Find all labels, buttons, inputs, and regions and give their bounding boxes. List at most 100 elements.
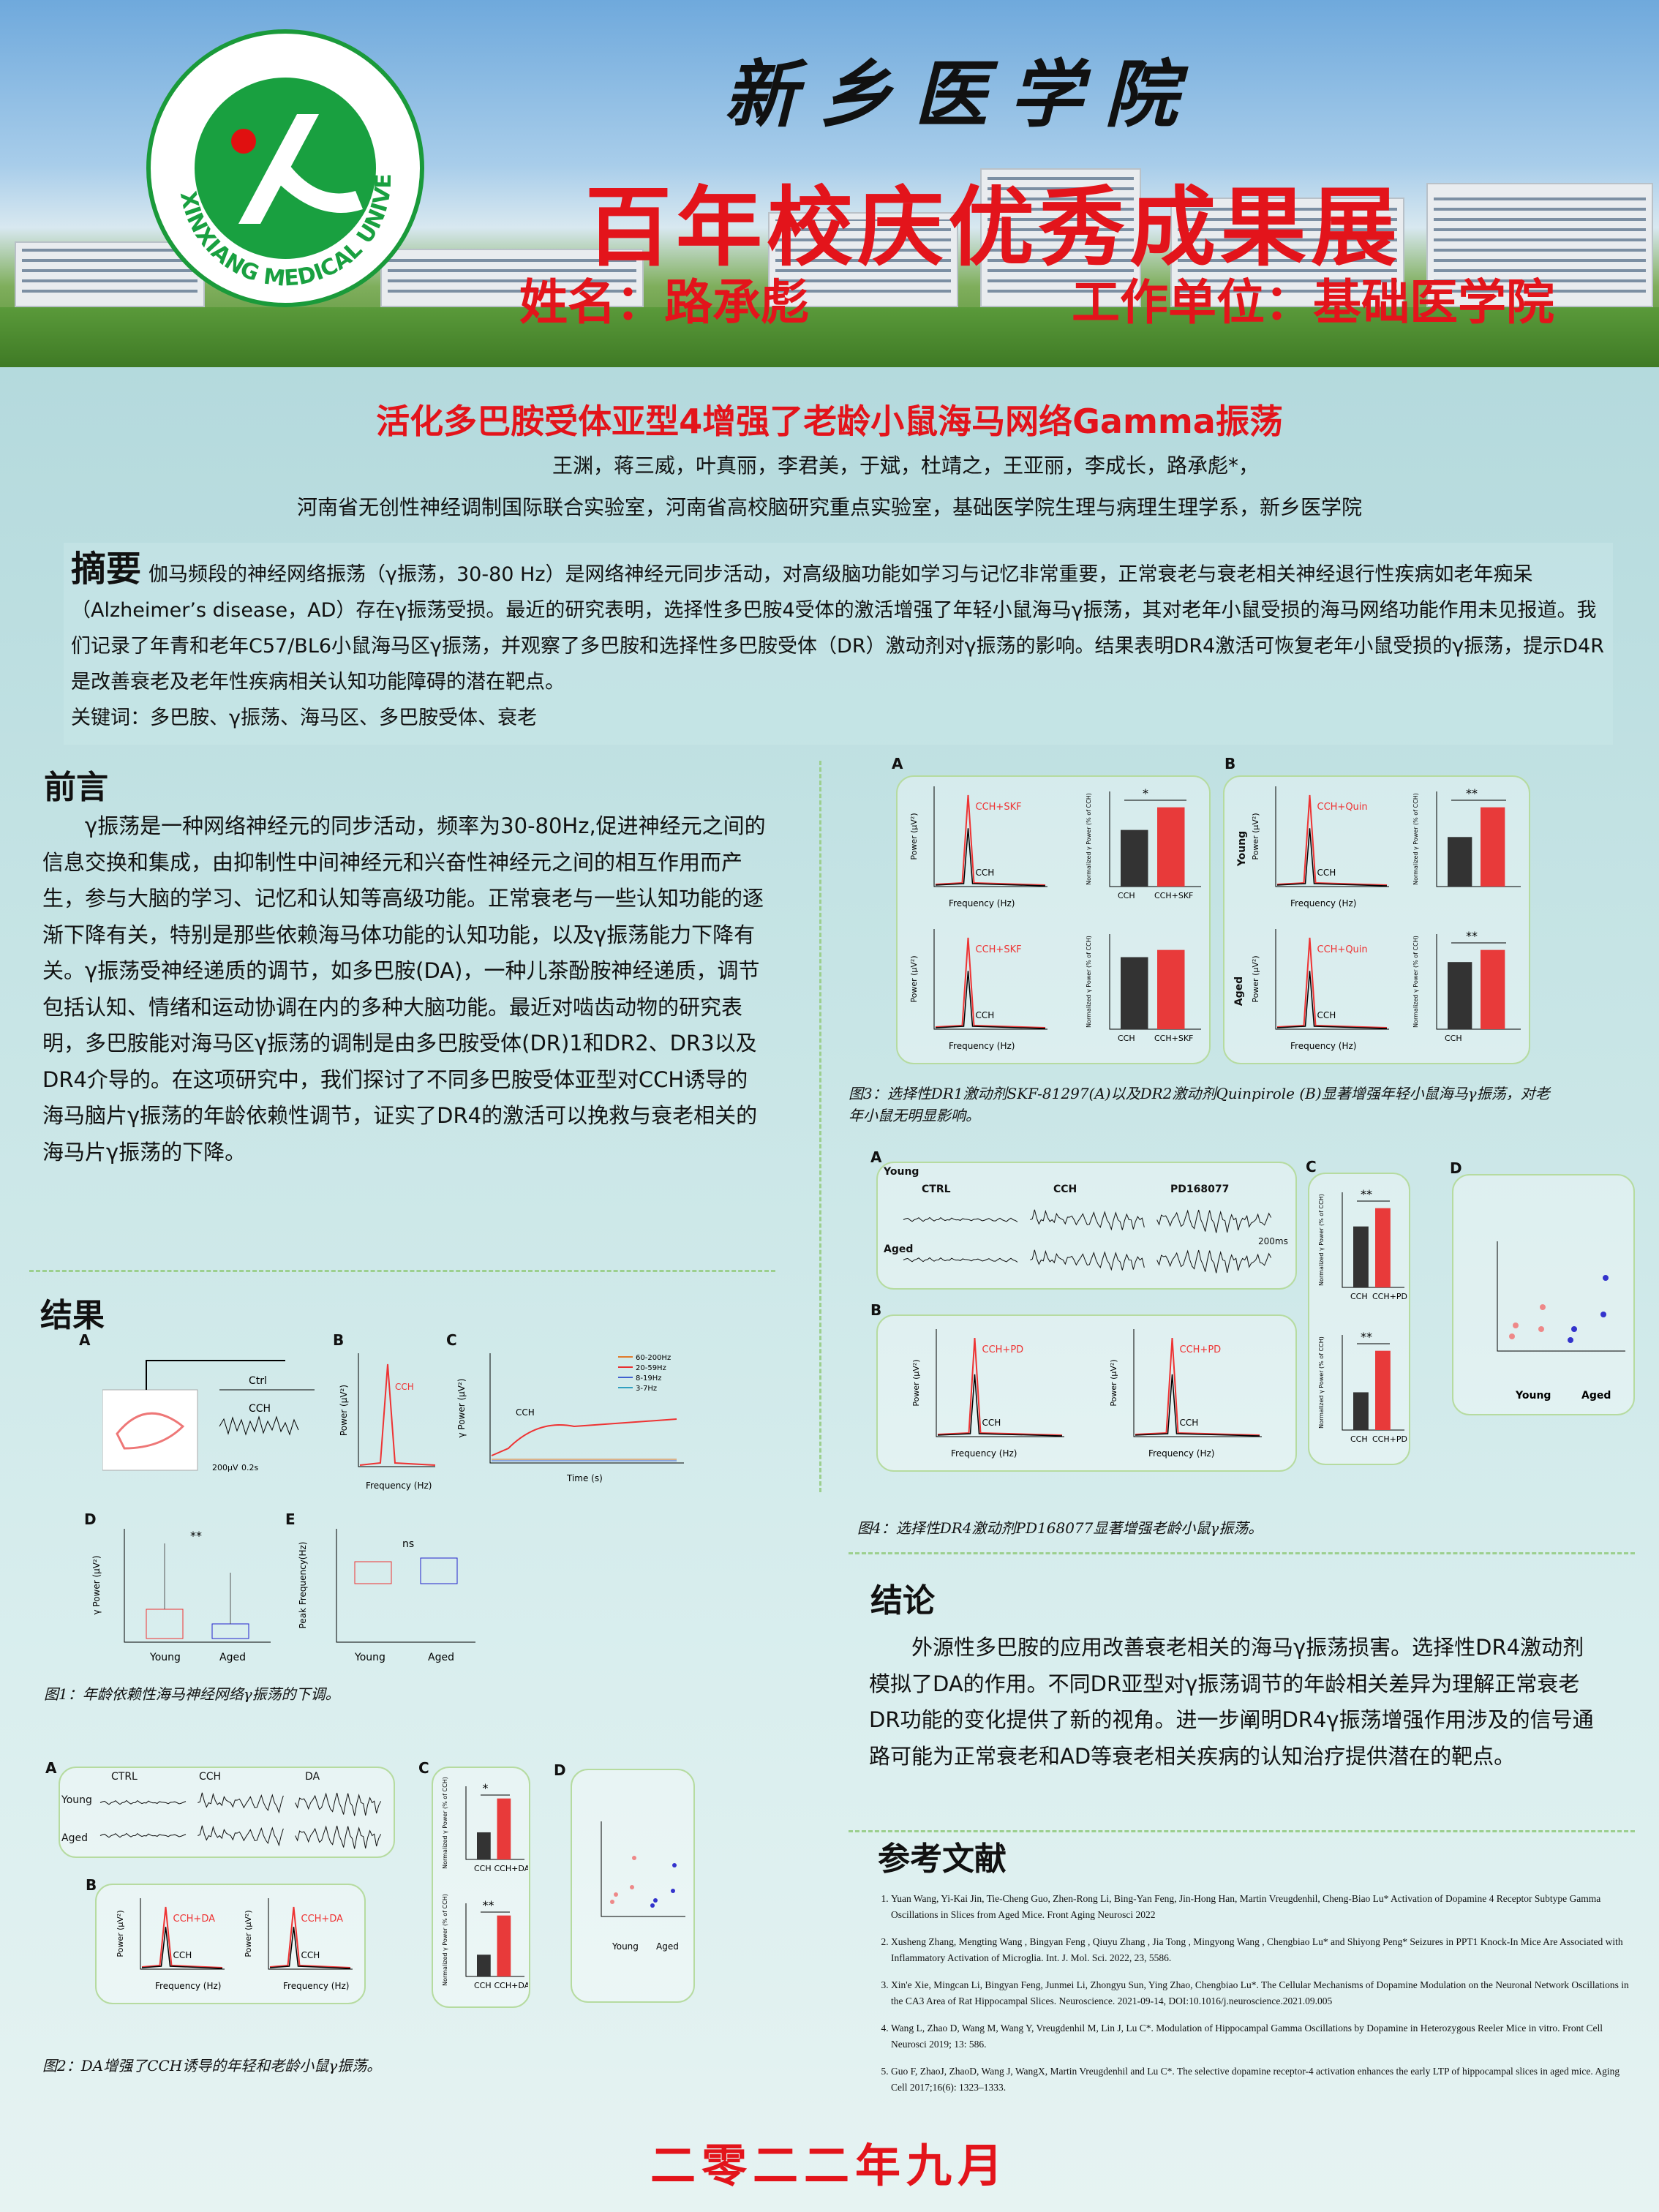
cch-label: CCH [516,1407,535,1418]
oscillation-trace [903,1216,1018,1222]
column-divider [819,761,821,1492]
x-axis-label: Frequency (Hz) [951,1448,1017,1459]
oscillation-trace [1156,1209,1272,1233]
y-axis-label: Power (μV²) [1251,813,1260,859]
drug-label: CCH+Quin [1317,802,1368,813]
row-label: Aged [1233,976,1246,1007]
cch-spectrum-line [937,1374,1063,1437]
bar [1353,1392,1369,1430]
drug-spectrum-line [1135,1337,1260,1436]
affiliation: 河南省无创性神经调制国际联合实验室，河南省高校脑研究重点实验室，基础医学院生理与… [296,495,1362,519]
panel-label: C [446,1331,457,1349]
trace-label: DA [305,1771,320,1783]
y-axis-label: Peak Frequency(Hz) [298,1542,308,1629]
axis [1275,786,1389,887]
cch-label: CCH [173,1950,192,1960]
power-time-chart: CCH Time (s) γ Power (μV²) 60-200Hz20-59… [456,1353,684,1483]
axis [1342,1192,1404,1288]
legend-label: 3-7Hz [636,1385,657,1393]
keywords: 关键词：多巴胺、γ振荡、海马区、多巴胺受体、衰老 [71,707,537,729]
bar [1481,807,1505,887]
figure-3-caption: 图3：选择性DR1激动剂SKF-81297(A)以及DR2激动剂Quinpiro… [849,1085,1550,1124]
young-label: Young [149,1652,181,1663]
drug-spectrum-line [1276,937,1388,1028]
conclusion-text: 外源性多巴胺的应用改善衰老相关的海马γ振荡损害。选择性DR4激动剂模拟了DA的作… [869,1635,1594,1769]
significance-label: ** [1361,1187,1372,1201]
axis [936,1329,1064,1437]
reference-item: Guo F, ZhaoJ, ZhaoD, Wang J, WangX, Mart… [891,2064,1631,2096]
drug-label: CCH+PD [1180,1344,1222,1355]
bar-label: CCH+SKF [1154,891,1193,900]
bar-label: CCH [1118,891,1135,900]
bar-label: CCH [474,1864,492,1873]
significance-label: ** [1466,786,1478,800]
legend-label: 8-19Hz [636,1374,661,1382]
date-footer: 二零二二年九月 [650,2139,1009,2192]
x-axis-label: Frequency (Hz) [949,898,1015,908]
reference-item: Xin'e Xie, Mingcan Li, Bingyan Feng, Jun… [891,1977,1631,2009]
bar-label: CCH+SKF [1154,1034,1193,1043]
bar [1353,1226,1369,1287]
cch-spectrum-line [935,971,1046,1029]
bar-label: CCH+PD [1372,1292,1407,1301]
y-axis-label: Power (μV²) [1109,1359,1118,1406]
drug-label: CCH+SKF [976,802,1022,813]
panel-label: B [333,1331,345,1349]
panel-label: D [1450,1159,1462,1177]
reference-item: Xusheng Zhang, Mengting Wang , Bingyan F… [891,1934,1631,1966]
bar [477,1832,491,1859]
y-axis-label: γ Power (μV²) [91,1555,102,1614]
y-axis-label: Power (μV²) [244,1910,253,1957]
figure-2-panel-a: A CTRL CCH DA Young Aged [45,1759,395,1858]
x-axis-label: Frequency (Hz) [283,1981,350,1991]
y-axis-label: γ Power (μV²) [456,1378,467,1437]
conclusion-heading: 结论 [870,1582,935,1620]
scale-label: 200μV [212,1463,238,1472]
bar-chart-aged: CCH**Normalized γ Power (% of CCH) [1412,929,1521,1043]
oscillation-trace [1030,1209,1145,1231]
y-axis-label: Normalized γ Power (% of CCH) [1086,936,1092,1028]
oscillation-trace [903,1257,1018,1263]
cch-spectrum-line [935,828,1046,887]
young-label: Young [1515,1390,1551,1402]
bar [1121,830,1148,887]
panel-label: A [79,1331,91,1349]
time-scale: 200ms [1258,1236,1288,1246]
panel-label: C [418,1759,429,1777]
cch-spectrum-line [1276,971,1388,1029]
reference-item: Yuan Wang, Yi-Kai Jin, Tie-Cheng Guo, Zh… [891,1891,1631,1923]
bar [1375,1350,1391,1430]
y-axis-label: Normalized γ Power (% of CCH) [1412,793,1419,885]
x-axis-label: Frequency (Hz) [1290,1041,1357,1051]
oscillation-traces [99,1792,382,1849]
panel-label: A [870,1148,882,1166]
axis [268,1898,353,1970]
oscillation-trace [295,1792,382,1816]
bar [1375,1208,1391,1287]
cch-spectrum-line [141,1927,223,1969]
oscillation-trace [1030,1249,1145,1271]
axis [933,786,1047,887]
figure-4-panel-d: D Young Aged [1450,1159,1635,1415]
bar [1448,962,1472,1029]
x-axis-label: Frequency (Hz) [1148,1448,1215,1459]
axis [140,1898,225,1970]
oscillation-trace [99,1799,187,1805]
cch-spectrum-line [1276,828,1388,887]
bar [497,1798,511,1859]
trace-label: CTRL [111,1771,138,1783]
presenter-unit: 工作单位：基础医学院 [1072,274,1554,331]
time-label: 0.2s [241,1463,258,1472]
y-axis-label: Normalized γ Power (% of CCH) [1318,1336,1325,1429]
young-label: Young [612,1941,639,1952]
